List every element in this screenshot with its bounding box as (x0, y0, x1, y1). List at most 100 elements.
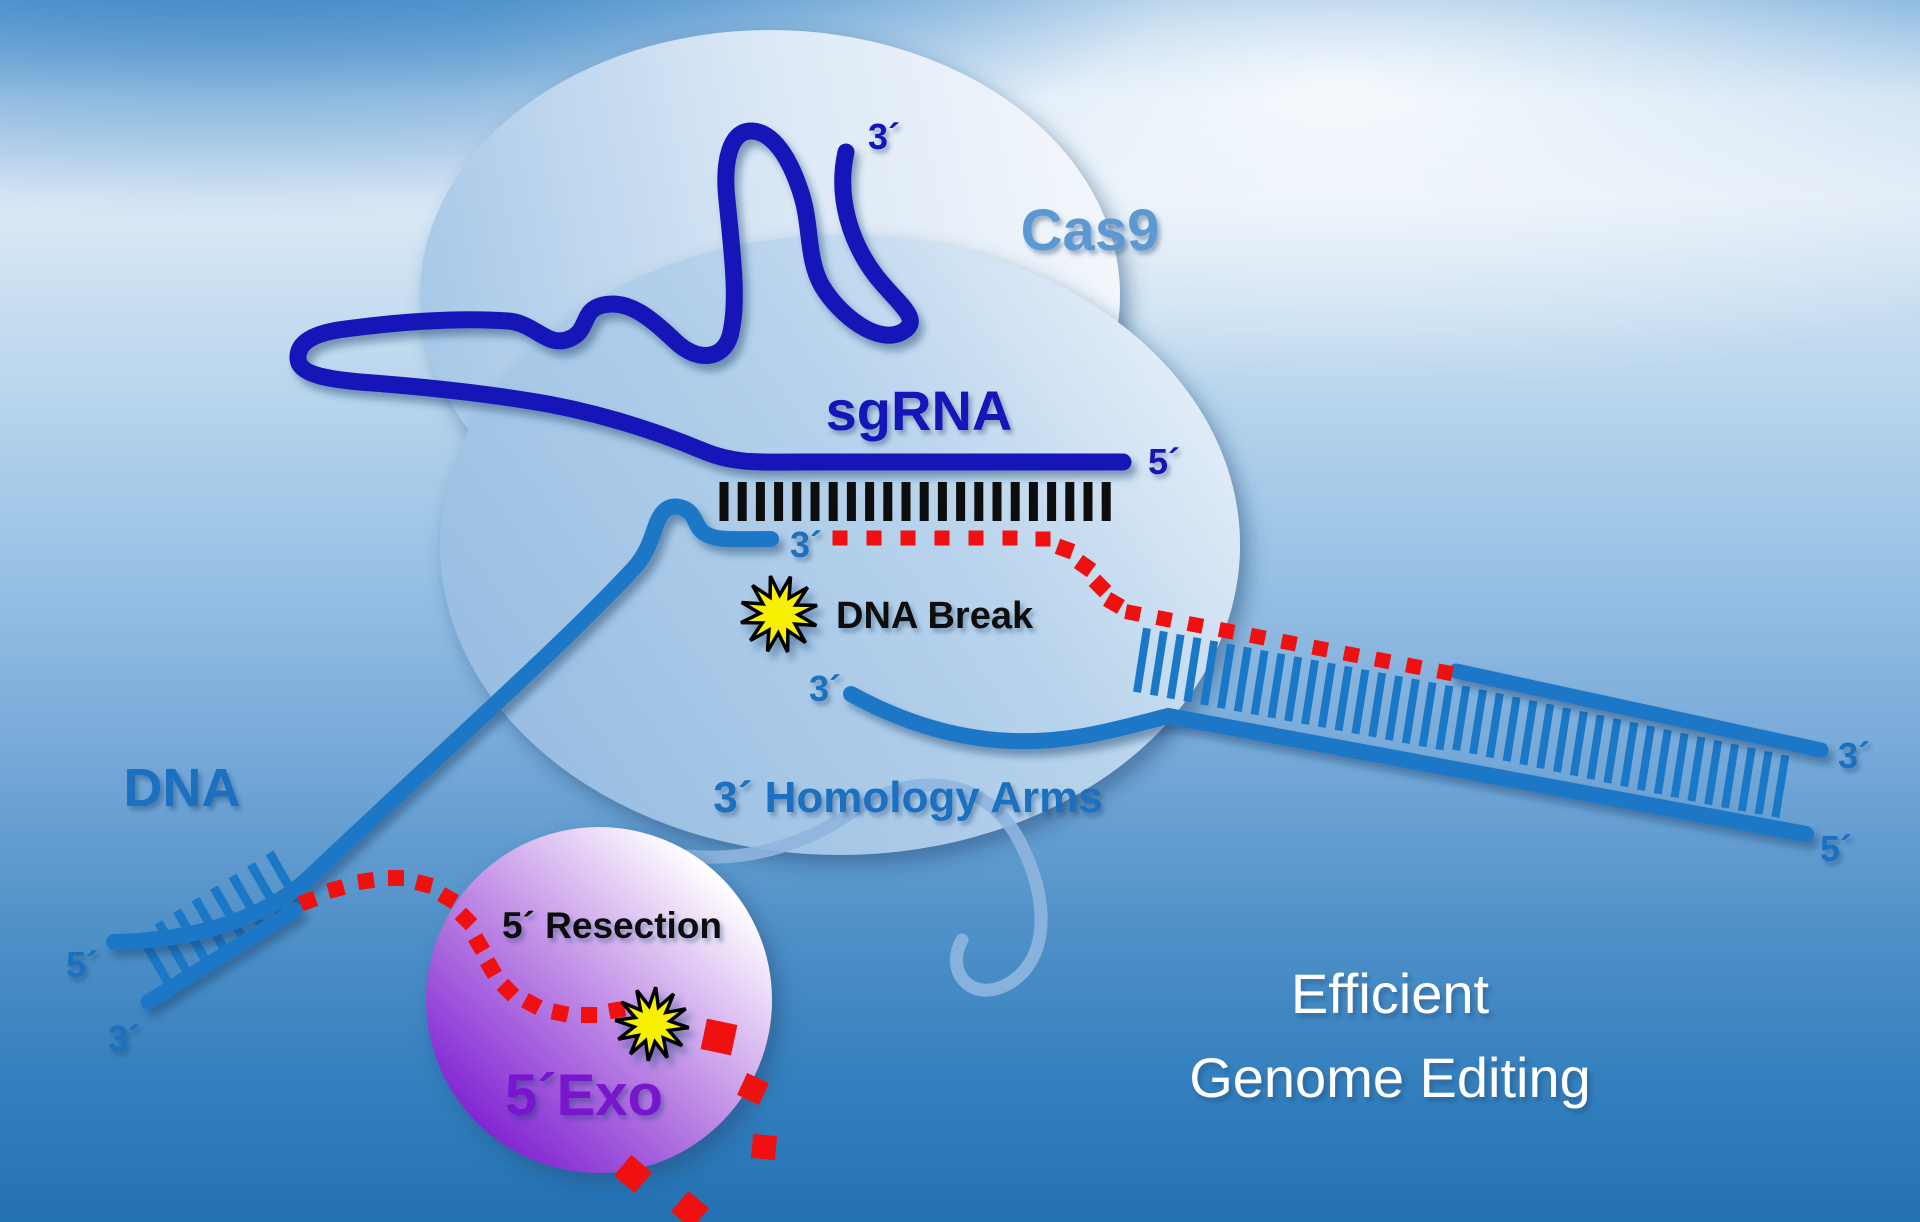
basepair-tick (1670, 732, 1689, 799)
donor-bottom-strand (843, 686, 1814, 842)
hybrid-tick (956, 482, 966, 521)
basepair-tick (1301, 659, 1319, 725)
dna-break-starburst-icon (740, 575, 818, 653)
red-dot (1054, 538, 1076, 560)
basepair-tick (1183, 637, 1202, 703)
basepair-tick (1133, 627, 1151, 693)
faded-dna-loop (615, 778, 1048, 997)
right-5-prime-label: 5´ (1820, 828, 1852, 869)
right-3-prime-label: 3´ (1838, 735, 1870, 776)
basepair-tick (1368, 672, 1387, 738)
basepair-tick (1704, 739, 1723, 806)
outcome-label-line1: Efficient (1291, 962, 1490, 1025)
sgrna-3-prime-label: 3´ (868, 116, 900, 157)
dna-label: DNA (124, 758, 241, 818)
basepair-tick (1149, 630, 1168, 697)
red-dot (1035, 531, 1051, 547)
exonuclease-label: 5´Exo (505, 1063, 663, 1128)
red-dot (1280, 633, 1298, 652)
basepair-tick (1250, 649, 1269, 716)
sgrna-path (289, 122, 1132, 471)
red-dot (388, 870, 404, 886)
hybrid-tick (846, 482, 856, 521)
basepair-tick (1317, 662, 1336, 728)
red-dot (550, 1003, 570, 1023)
rna-dna-hybrid-ticks (719, 482, 1111, 521)
red-dot (414, 874, 434, 894)
target-bottom-3-prime-label: 3´ (809, 668, 841, 709)
basepair-tick (1687, 736, 1706, 802)
red-dot (1436, 663, 1454, 682)
red-dot (1186, 616, 1205, 634)
basepair-tick (1586, 714, 1605, 780)
red-dot (326, 879, 346, 899)
hybrid-tick (1047, 482, 1057, 521)
hybrid-tick (792, 482, 802, 521)
basepair-tick (1620, 721, 1639, 788)
basepair-tick (1351, 669, 1370, 735)
hybrid-tick (974, 482, 984, 521)
hybrid-tick (883, 482, 893, 521)
hybrid-tick (937, 482, 947, 521)
basepair-tick (1469, 689, 1487, 755)
basepair-tick (1502, 696, 1521, 762)
red-dot (1073, 554, 1097, 578)
hybrid-tick (1083, 482, 1093, 521)
sgrna-5-prime-label: 5´ (1148, 441, 1180, 482)
basepair-tick (1771, 754, 1790, 818)
red-dot (297, 890, 319, 912)
basepair-tick (1737, 747, 1756, 812)
red-dot (1155, 610, 1173, 628)
left-5-prime-label: 5´ (66, 944, 98, 985)
basepair-tick (1267, 653, 1286, 719)
basepair-tick (1485, 692, 1504, 759)
red-dot (468, 933, 490, 955)
basepair-tick (1452, 685, 1471, 751)
basepair-tick (1200, 640, 1219, 706)
basepair-tick (1569, 710, 1588, 777)
exonuclease-circle (426, 827, 772, 1173)
red-dot (750, 1133, 778, 1161)
red-dot (607, 1000, 627, 1020)
outcome-label-line2: Genome Editing (1189, 1046, 1591, 1109)
red-dot (613, 1154, 653, 1194)
red-dot (1217, 621, 1236, 640)
red-dot (1249, 627, 1267, 646)
break-starbursts (614, 575, 818, 1062)
basepair-tick (1637, 725, 1655, 791)
target-bottom-strand (140, 902, 303, 1010)
red-dot (1124, 604, 1142, 622)
donor-top-strand (1448, 663, 1829, 758)
red-dot (1002, 530, 1018, 546)
resection-label: 5´ Resection (502, 905, 722, 946)
red-dot (832, 530, 848, 546)
red-dot (1103, 592, 1125, 614)
right-duplex-basepair-ticks (1133, 627, 1790, 818)
red-dot (670, 1190, 710, 1222)
hybrid-tick (901, 482, 911, 521)
red-dot (1088, 574, 1112, 598)
hybrid-tick (828, 482, 838, 521)
basepair-tick (1435, 685, 1454, 751)
red-dot (437, 887, 459, 909)
basepair-tick (210, 885, 248, 942)
labels: Cas9 sgRNA 3´ 5´ 3´ 3´ 5´ 3´ 3´ 5´ DNA B… (66, 116, 1870, 1128)
red-dot (1373, 651, 1392, 670)
basepair-tick (1519, 700, 1538, 766)
red-dot (1311, 639, 1329, 658)
resection-cut-starburst-icon (614, 986, 690, 1062)
red-dot (900, 530, 916, 546)
sgrna-label: sgRNA (826, 379, 1013, 442)
cas9-label: Cas9 (1021, 198, 1160, 263)
hybrid-tick (865, 482, 875, 521)
hybrid-tick (810, 482, 820, 521)
basepair-tick (1536, 703, 1555, 769)
red-dot (521, 993, 543, 1015)
hybrid-tick (1010, 482, 1020, 521)
hybrid-tick (774, 482, 784, 521)
hybrid-tick (719, 482, 729, 521)
hybrid-tick (1065, 482, 1075, 521)
sgrna-strand (289, 122, 1132, 471)
